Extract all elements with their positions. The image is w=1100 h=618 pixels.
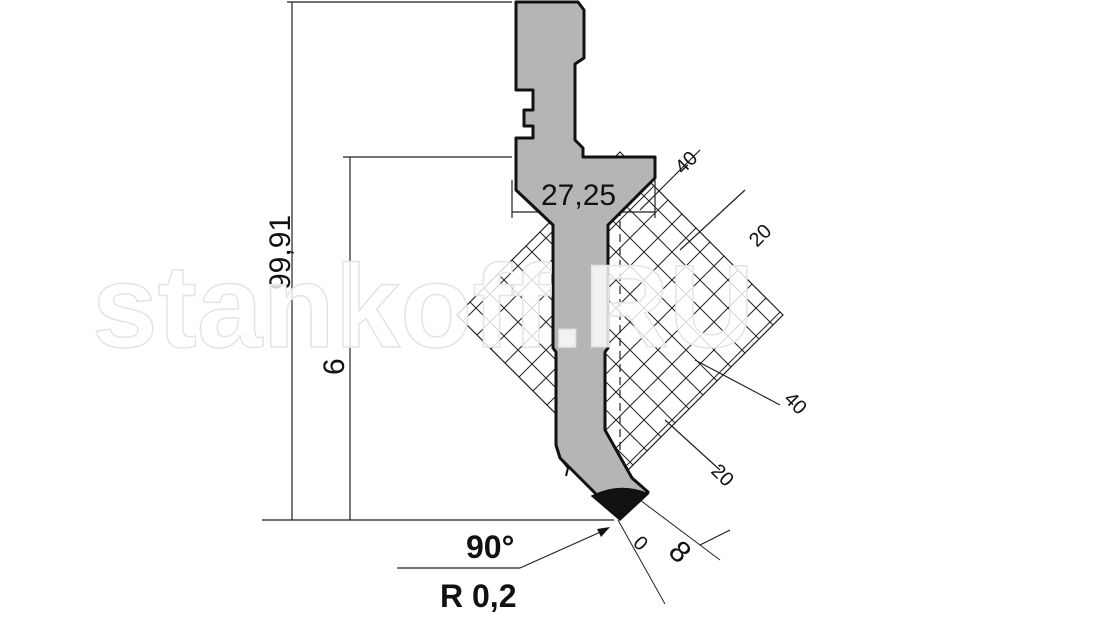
- bend-angle-label: 90°: [466, 529, 514, 565]
- punch-tip: [590, 487, 650, 522]
- total-height-label: 99,91: [264, 215, 297, 290]
- scale-lower-40: 40: [779, 388, 810, 419]
- bend-radius-label: R 0,2: [440, 578, 516, 614]
- leader-arrowhead: [597, 527, 610, 537]
- scale-lower-20: 20: [706, 460, 737, 491]
- scale-bottom-0: 0: [628, 532, 651, 555]
- shoulder-width-label: 27,25: [541, 179, 616, 212]
- scale-ticks: [639, 149, 781, 546]
- scale-bottom-8: 8: [662, 535, 697, 570]
- lower-height-label: 6: [318, 358, 351, 375]
- watermark: stankoff.RU: [92, 241, 754, 373]
